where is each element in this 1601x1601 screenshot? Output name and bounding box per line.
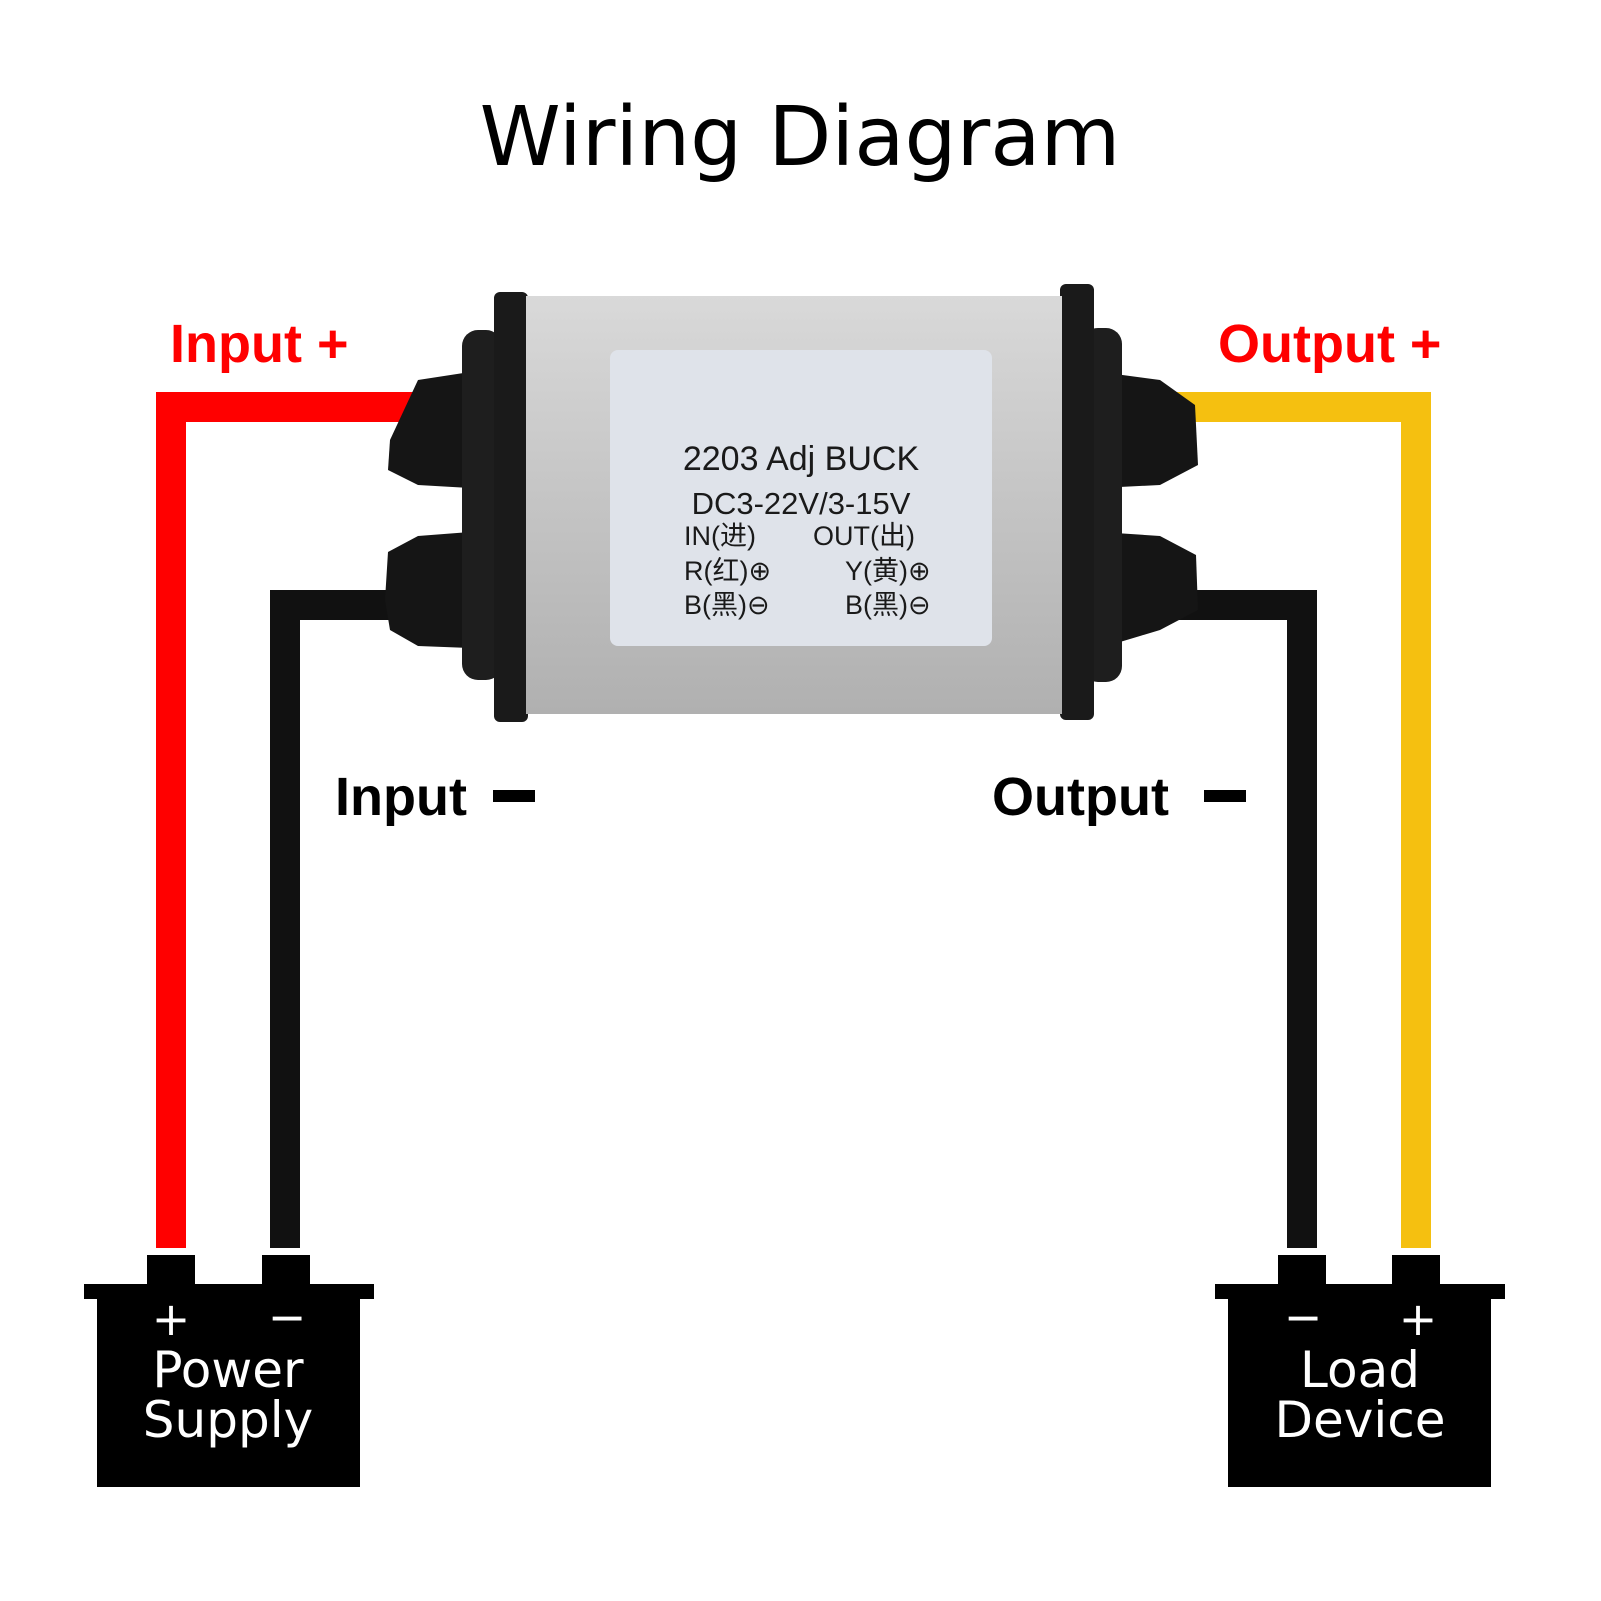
- load-device-negative-sign: −: [1284, 1290, 1323, 1344]
- module-left-lower-gland: [385, 532, 470, 648]
- module-out-positive-text: Y(黄)⊕: [845, 556, 931, 586]
- power-supply: + − Power Supply: [84, 1255, 374, 1487]
- power-supply-negative-terminal: [262, 1255, 310, 1287]
- module-out-header: OUT(出): [813, 521, 915, 551]
- module-voltage-text: DC3-22V/3-15V: [692, 486, 911, 521]
- load-device-top-plate: [1215, 1284, 1505, 1299]
- power-supply-top-plate: [84, 1284, 374, 1299]
- load-device-positive-sign: +: [1399, 1292, 1438, 1346]
- module-out-negative-text: B(黑)⊖: [845, 590, 931, 620]
- diagram-title: Wiring Diagram: [480, 90, 1121, 185]
- input-negative-wire: [270, 590, 468, 1248]
- module-right-endcap: [1060, 284, 1094, 720]
- input-positive-label: Input +: [170, 314, 348, 374]
- module-right-upper-gland: [1100, 372, 1198, 488]
- module-left-seal: [462, 330, 502, 680]
- module-model-text: 2203 Adj BUCK: [683, 440, 920, 478]
- load-device-label-line1: Load: [1300, 1341, 1420, 1399]
- module-label-plate: [610, 350, 992, 646]
- input-negative-minus-icon: [493, 790, 535, 802]
- load-device: − + Load Device: [1215, 1255, 1505, 1487]
- output-negative-wire: [1115, 590, 1317, 1248]
- power-supply-label-line1: Power: [152, 1341, 304, 1399]
- load-device-positive-terminal: [1392, 1255, 1440, 1287]
- power-supply-positive-terminal: [147, 1255, 195, 1287]
- power-supply-positive-sign: +: [152, 1292, 191, 1346]
- power-supply-label-line2: Supply: [143, 1391, 313, 1449]
- power-supply-negative-sign: −: [268, 1290, 307, 1344]
- output-positive-wire: [1115, 392, 1431, 1248]
- input-negative-label: Input: [335, 767, 467, 827]
- load-device-box: [1228, 1299, 1491, 1487]
- input-positive-wire: [156, 392, 468, 1248]
- output-negative-minus-icon: [1204, 790, 1246, 802]
- module-left-upper-gland: [388, 372, 470, 488]
- module-in-header: IN(进): [684, 521, 756, 551]
- output-positive-label: Output +: [1218, 314, 1441, 374]
- power-supply-box: [97, 1299, 360, 1487]
- buck-converter-module: 2203 Adj BUCK DC3-22V/3-15V IN(进) OUT(出)…: [385, 284, 1198, 722]
- load-device-negative-terminal: [1278, 1255, 1326, 1287]
- output-negative-label: Output: [992, 767, 1169, 827]
- load-device-label-line2: Device: [1275, 1391, 1446, 1449]
- module-in-positive-text: R(红)⊕: [684, 556, 771, 586]
- module-in-negative-text: B(黑)⊖: [684, 590, 770, 620]
- module-left-endcap: [494, 292, 528, 722]
- module-right-lower-gland: [1100, 532, 1198, 648]
